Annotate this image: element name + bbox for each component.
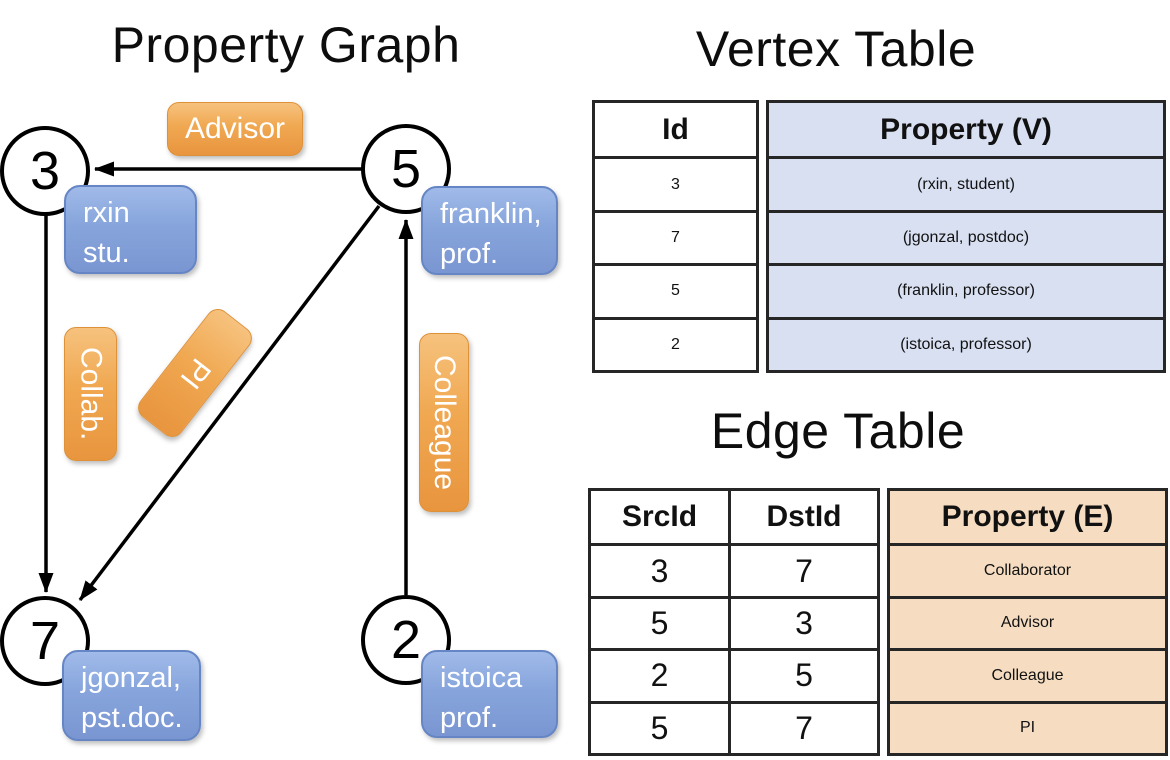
graph-edges: [38, 161, 414, 602]
edge-table-srcid-cell: 2: [650, 657, 669, 694]
edge-table-property-cell: PI: [890, 700, 1165, 753]
edge-table-id-columns: SrcId DstId 3 7 5 3 2 5 5 7: [588, 488, 880, 756]
graph-node-5: 5: [361, 124, 451, 214]
vertex-table-property-cell: (franklin, professor): [769, 263, 1163, 317]
vertex-property-line: pst.doc.: [81, 702, 183, 735]
edge-table-title: Edge Table: [710, 403, 966, 459]
node-5-id: 5: [390, 139, 422, 199]
edge-label-advisor: Advisor: [167, 102, 303, 156]
property-graph-title: Property Graph: [111, 17, 461, 73]
vertex-table-property-header: Property (V): [769, 103, 1163, 157]
vertex-property-line: prof.: [440, 238, 499, 271]
vertex-property-box-rxin: rxin stu.: [64, 185, 197, 274]
vertex-property-line: franklin,: [440, 198, 542, 230]
edge-table-property-cell: Colleague: [890, 648, 1165, 701]
vertex-table-id-cell: 5: [595, 263, 756, 316]
vertex-table-id-cell: 7: [595, 209, 756, 263]
edge-table-property-column: Property (E) Collaborator Advisor Collea…: [887, 488, 1168, 756]
vertex-property-box-jgonzal: jgonzal, pst.doc.: [62, 650, 201, 741]
node-3-id: 3: [29, 141, 61, 201]
vertex-table-title: Vertex Table: [695, 21, 977, 77]
vertex-property-line: istoica: [440, 662, 523, 694]
node-7-id: 7: [29, 611, 61, 671]
vertex-table-property-cell: (jgonzal, postdoc): [769, 209, 1163, 264]
vertex-property-line: jgonzal,: [81, 662, 181, 694]
edge-table-header-row: SrcId DstId: [591, 491, 877, 544]
edge-table-dstid-cell: 7: [728, 703, 877, 753]
edge-table-row: 2 5: [591, 648, 877, 701]
edge-label-collab: Collab.: [64, 327, 117, 461]
edge-table-property-cell: Collaborator: [890, 543, 1165, 596]
vertex-property-box-istoica: istoica prof.: [421, 650, 558, 738]
edge-table-srcid-cell: 5: [650, 709, 669, 746]
edge-5-7-pi-line: [78, 204, 381, 602]
vertex-table-property-column: Property (V) (rxin, student) (jgonzal, p…: [766, 100, 1166, 373]
vertex-table-property-cell: (rxin, student): [769, 156, 1163, 210]
edge-table-dstid-cell: 7: [728, 546, 877, 596]
vertex-table-id-header: Id: [662, 112, 689, 146]
vertex-table-id-column: Id 3 7 5 2: [592, 100, 759, 373]
edge-table-srcid-cell: 5: [650, 604, 669, 641]
vertex-property-line: stu.: [83, 237, 130, 270]
vertex-table-property-cell: (istoica, professor): [769, 316, 1163, 370]
vertex-property-box-franklin: franklin, prof.: [421, 186, 558, 275]
edge-label-colleague: Colleague: [419, 333, 469, 512]
edge-table-property-header: Property (E): [890, 491, 1165, 544]
vertex-property-line: rxin: [83, 197, 130, 229]
vertex-table-id-cell: 3: [595, 156, 756, 209]
edge-table-srcid-cell: 3: [650, 552, 669, 589]
edge-table-srcid-header: SrcId: [621, 500, 698, 534]
edge-table-property-cell: Advisor: [890, 595, 1165, 649]
vertex-property-line: prof.: [440, 702, 499, 735]
edge-table-row: 3 7: [591, 543, 877, 596]
edge-table-dstid-header: DstId: [728, 491, 877, 544]
vertex-table-id-cell: 2: [595, 316, 756, 370]
graph-node-2: 2: [361, 595, 451, 685]
node-2-id: 2: [390, 610, 422, 670]
edge-table-row: 5 3: [591, 595, 877, 649]
edge-table-dstid-cell: 3: [728, 598, 877, 649]
edge-table-row: 5 7: [591, 700, 877, 753]
edge-table-dstid-cell: 5: [728, 651, 877, 701]
